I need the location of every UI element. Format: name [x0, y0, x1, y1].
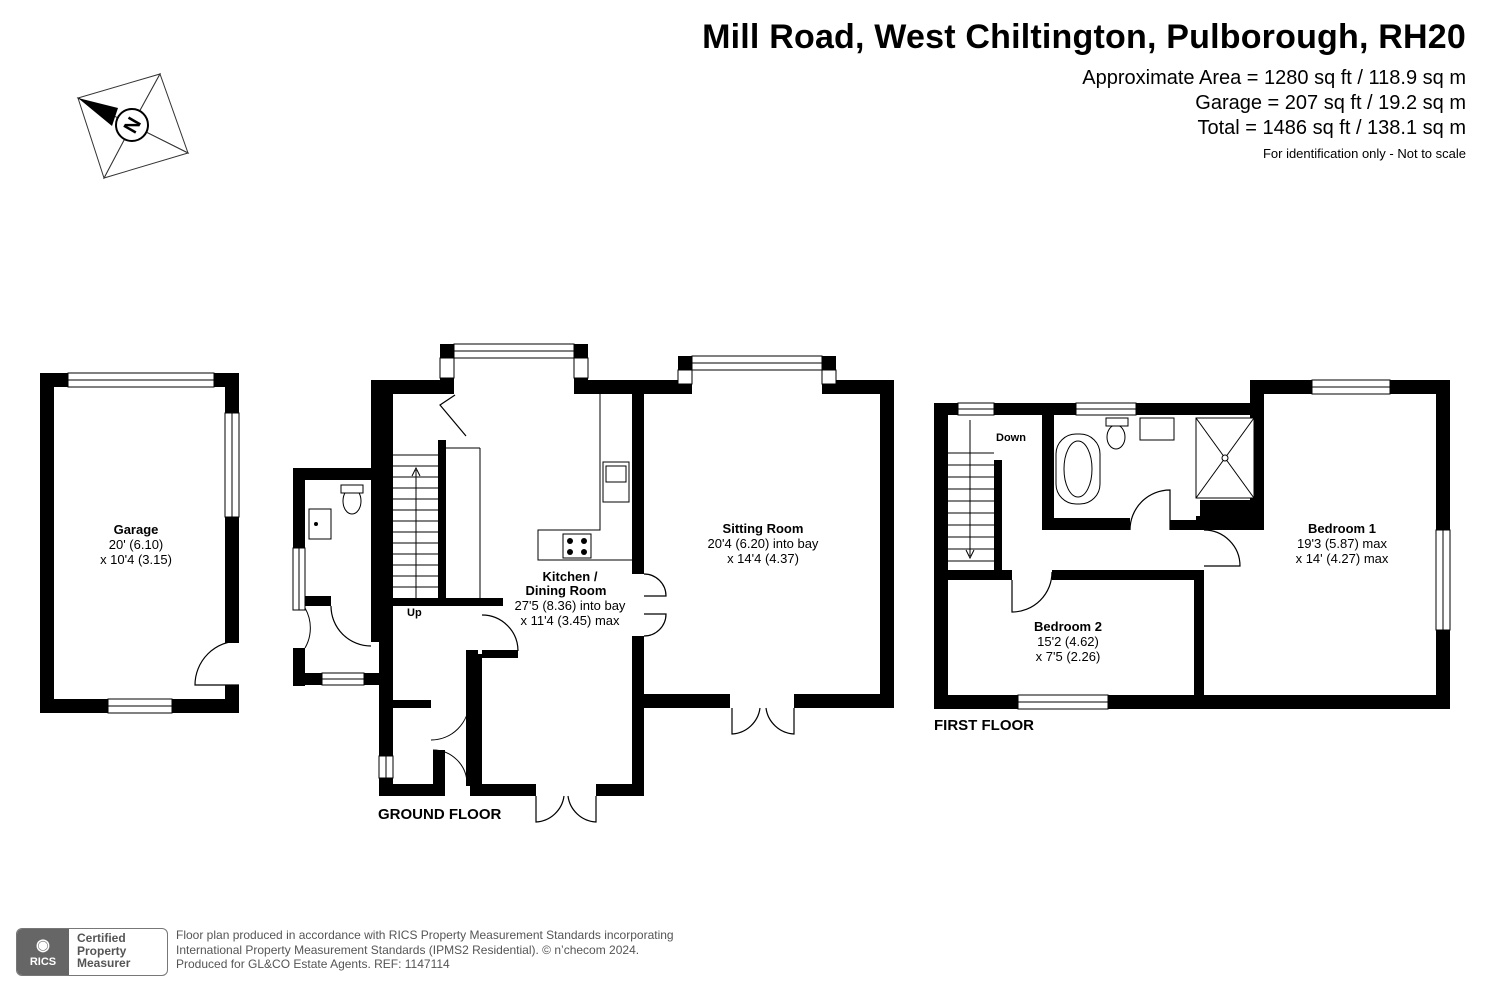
sitting-room-dimension-1: 20'4 (6.20) into bay — [708, 536, 819, 551]
rics-certified-badge: ◉ RICS Certified Property Measurer — [16, 928, 168, 976]
kitchen-dimension-1: 27'5 (8.36) into bay — [515, 598, 626, 613]
stairs-up-label: Up — [407, 607, 422, 619]
kitchen-label-1: Kitchen / — [543, 569, 598, 584]
bedroom-1-dimension-2: x 14' (4.27) max — [1296, 551, 1389, 566]
garage-dimension-1: 20' (6.10) — [109, 537, 164, 552]
badge-line-2: Property — [77, 943, 127, 958]
footer-line-1: Floor plan produced in accordance with R… — [176, 928, 674, 942]
rics-logo-word: RICS — [29, 956, 57, 968]
stairs-down-label: Down — [996, 432, 1026, 444]
ground-floor-plan — [292, 343, 894, 823]
page-title: Mill Road, West Chiltington, Pulborough,… — [702, 18, 1466, 56]
garage-plan — [40, 372, 240, 714]
bedroom-2-label: Bedroom 2 — [1034, 619, 1102, 634]
approximate-area: Approximate Area = 1280 sq ft / 118.9 sq… — [1082, 67, 1466, 89]
garage-label: Garage — [114, 522, 159, 537]
sitting-room-label: Sitting Room — [723, 521, 804, 536]
first-floor-label: FIRST FLOOR — [934, 717, 1034, 734]
bedroom-1-label: Bedroom 1 — [1308, 521, 1376, 536]
footer-text: Floor plan produced in accordance with R… — [176, 928, 674, 972]
badge-line-3: Measurer — [77, 956, 131, 970]
footer-line-3: Produced for GL&CO Estate Agents. REF: 1… — [176, 957, 450, 971]
ground-floor-label: GROUND FLOOR — [378, 806, 501, 823]
rics-logo: ◉ RICS — [17, 929, 69, 975]
garage-area: Garage = 207 sq ft / 19.2 sq m — [1195, 92, 1466, 114]
garage-dimension-2: x 10'4 (3.15) — [100, 552, 172, 567]
bedroom-2-dimension-1: 15'2 (4.62) — [1037, 634, 1099, 649]
badge-line-1: Certified — [77, 931, 126, 945]
rics-badge-text: Certified Property Measurer — [77, 932, 130, 970]
north-arrow-icon: N — [76, 72, 190, 180]
first-floor-plan — [934, 379, 1451, 710]
bedroom-1-dimension-1: 19'3 (5.87) max — [1297, 536, 1387, 551]
sitting-room-dimension-2: x 14'4 (4.37) — [727, 551, 799, 566]
footer-line-2: International Property Measurement Stand… — [176, 942, 640, 957]
kitchen-label-2: Dining Room — [526, 583, 607, 598]
bedroom-2-dimension-2: x 7'5 (2.26) — [1036, 649, 1101, 664]
total-area: Total = 1486 sq ft / 138.1 sq m — [1197, 117, 1467, 139]
kitchen-dimension-2: x 11'4 (3.45) max — [520, 613, 620, 628]
rics-logo-mark: ◉ — [36, 937, 50, 954]
scale-note: For identification only - Not to scale — [1262, 146, 1466, 161]
